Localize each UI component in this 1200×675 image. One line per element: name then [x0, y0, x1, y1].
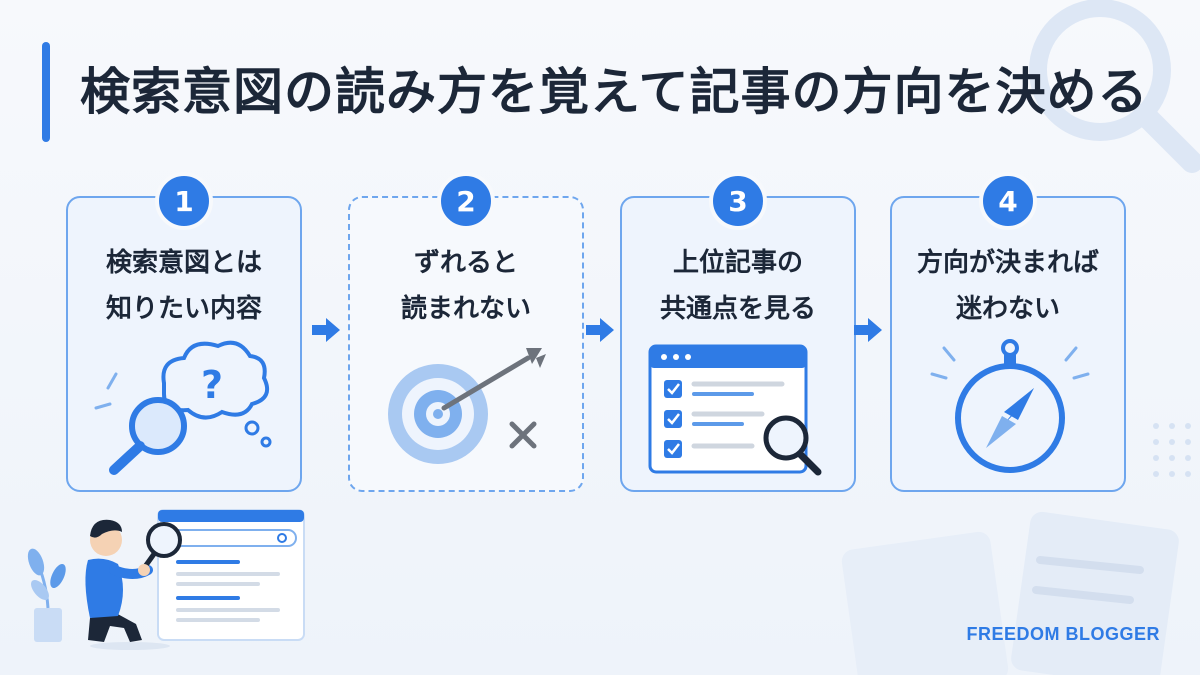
step-card-3: 3 上位記事の 共通点を見る: [620, 172, 856, 492]
background-documents-icon: [841, 511, 1179, 675]
step-label-line2: 知りたい内容: [105, 294, 262, 324]
step-label: ずれると 読まれない: [350, 240, 582, 332]
step-number-badge: 2: [437, 172, 495, 230]
step-label-line1: 検索意図とは: [105, 248, 262, 278]
title-accent-bar: [42, 42, 50, 142]
step-card-4: 4 方向が決まれば 迷わない: [890, 172, 1126, 492]
background-magnifier-icon: [1029, 0, 1200, 173]
page-title: 検索意図の読み方を覚えて記事の方向を決める: [80, 63, 1149, 121]
step-label: 検索意図とは 知りたい内容: [68, 240, 300, 332]
thought-magnifier-icon: ?: [94, 340, 272, 475]
arrow-right-icon: [312, 318, 340, 342]
arrow-right-icon: [854, 318, 882, 342]
checklist-browser-icon: [648, 344, 822, 476]
step-label-line1: 上位記事の: [672, 248, 803, 278]
arrow-right-icon: [586, 318, 614, 342]
step-label-line1: 方向が決まれば: [916, 248, 1099, 278]
step-card-1: 1 検索意図とは 知りたい内容 ?: [66, 172, 302, 492]
step-number-badge: 3: [709, 172, 767, 230]
brand-logo-text: FREEDOM BLOGGER: [966, 624, 1160, 644]
step-label: 上位記事の 共通点を見る: [622, 240, 854, 332]
step-card-2: 2 ずれると 読まれない: [348, 172, 584, 492]
step-number-badge: 1: [155, 172, 213, 230]
person-search-illustration: [27, 509, 305, 650]
step-number-badge: 4: [979, 172, 1037, 230]
background-dots: [1153, 423, 1191, 477]
step-label-line2: 迷わない: [955, 294, 1060, 324]
step-label-line2: 共通点を見る: [659, 294, 816, 324]
target-miss-icon: [388, 348, 546, 464]
compass-icon: [930, 339, 1090, 473]
step-label: 方向が決まれば 迷わない: [892, 240, 1124, 332]
step-label-line2: 読まれない: [400, 294, 531, 324]
svg-text:?: ?: [201, 363, 223, 407]
step-label-line1: ずれると: [413, 248, 518, 278]
